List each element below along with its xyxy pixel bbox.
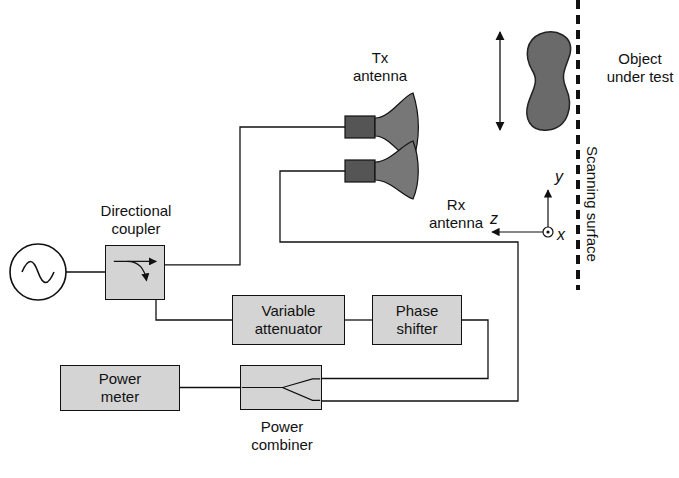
combiner-junction [242, 379, 320, 401]
axis-label: y [555, 168, 563, 186]
coupler-outline [106, 246, 164, 299]
obj-outline [518, 30, 576, 132]
node-heading: Tx antenna [330, 49, 430, 85]
node-label: Phase shifter [387, 302, 447, 338]
power-meter: Power meter [60, 365, 180, 411]
variable-attenuator: Variable attenuator [232, 295, 345, 345]
signal-wire [165, 127, 345, 265]
axis-label: x [557, 226, 565, 244]
through-arrow [114, 261, 156, 262]
y-axis-arrow [547, 190, 548, 232]
waveguide-feed [345, 116, 375, 138]
sine-symbol [22, 262, 54, 283]
x-axis-symbol [543, 227, 553, 237]
rx-antenna: Rx antenna [345, 140, 415, 200]
signal-source [10, 244, 66, 300]
z-axis-arrow [492, 231, 548, 232]
surface-label: Scanning surface [584, 146, 601, 262]
object-blob [527, 32, 571, 130]
node-heading: Object under test [606, 50, 674, 86]
power-combiner: Power combiner [240, 365, 322, 410]
object-under-test: Object under test [518, 30, 576, 132]
signal-wire [156, 300, 232, 320]
signal-wire [180, 387, 240, 388]
rx-outline [345, 140, 415, 200]
x-axis-dot [546, 230, 549, 233]
combiner-outline [241, 366, 321, 409]
source-wire [66, 271, 105, 272]
node-label: Variable attenuator [244, 302, 334, 338]
scan-motion-arrow [499, 32, 500, 130]
axis-label: z [490, 210, 498, 228]
node-heading: Directional coupler [81, 202, 191, 238]
waveguide-feed [345, 160, 375, 182]
signal-wire [345, 319, 372, 320]
coupled-arrow [127, 261, 146, 280]
scanning-surface-line [576, 0, 580, 290]
directional-coupler: Directional coupler [105, 245, 165, 300]
node-label: Power meter [90, 370, 150, 406]
phase-shifter: Phase shifter [372, 295, 462, 345]
node-heading: Power combiner [231, 418, 333, 454]
node-heading: Rx antenna [421, 196, 491, 232]
horn-flare [375, 141, 418, 199]
